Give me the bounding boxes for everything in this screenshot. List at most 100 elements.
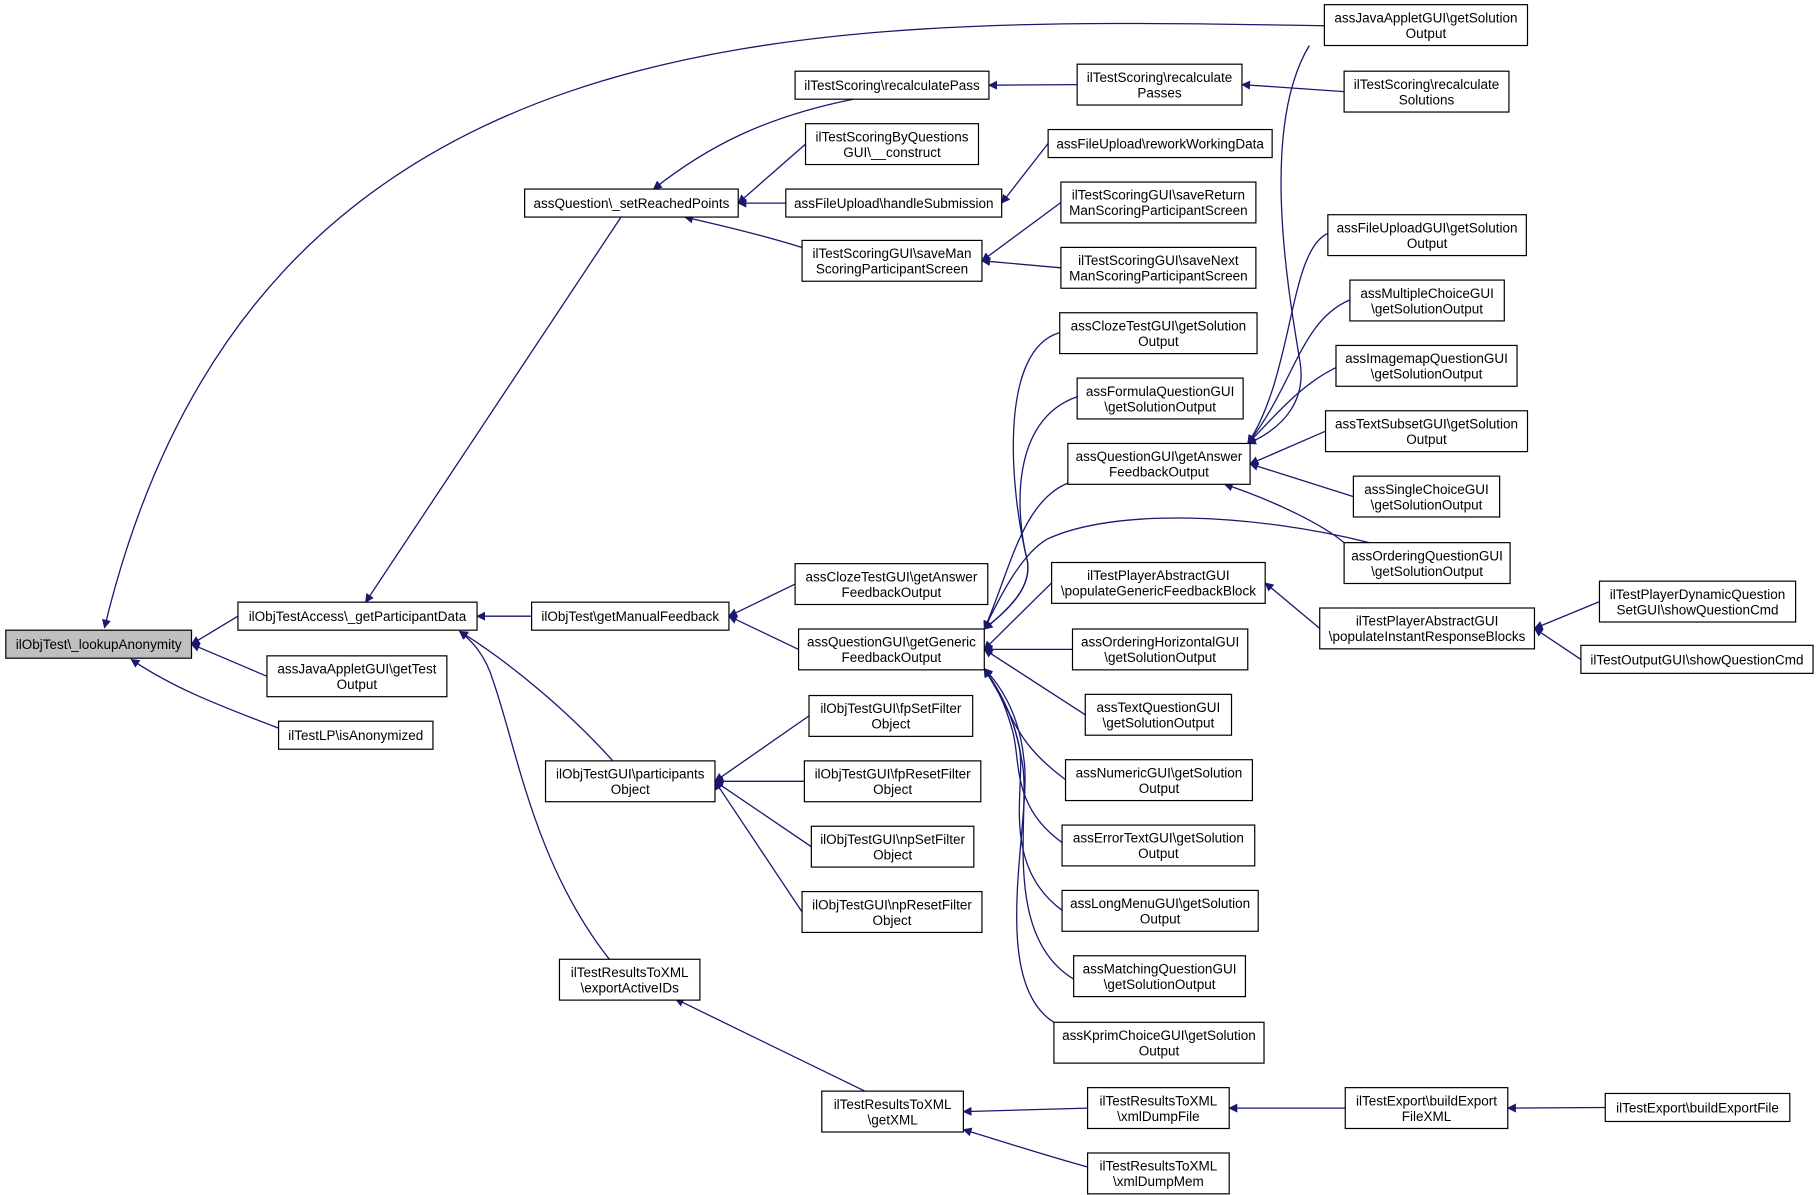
node-box (1053, 1021, 1265, 1064)
node-label-line: Output (1406, 432, 1447, 447)
node-label-line: ilTestResultsToXML (834, 1097, 952, 1112)
node-dyn-show[interactable]: ilTestPlayerDynamicQuestionSetGUI\showQu… (1598, 580, 1797, 623)
node-root[interactable]: ilObjTest\_lookupAnonymity (5, 629, 193, 659)
node-label-line: ManScoringParticipantScreen (1069, 269, 1248, 284)
node-label-line: FeedbackOutput (1109, 465, 1209, 480)
node-label-line: assJavaAppletGUI\getTest (277, 662, 436, 677)
node-matching[interactable]: assMatchingQuestionGUI\getSolutionOutput (1073, 955, 1247, 998)
edge-cloze-sol-to-generic-fb (983, 331, 1060, 630)
node-text-q[interactable]: assTextQuestionGUI\getSolutionOutput (1084, 693, 1233, 736)
edge-multi-sol-to-ans-fb (1247, 299, 1351, 445)
node-get-part[interactable]: ilObjTestAccess\_getParticipantData (237, 601, 478, 631)
node-save-next[interactable]: ilTestScoringGUI\saveNextManScoringParti… (1060, 246, 1257, 289)
node-formula-sol[interactable]: assFormulaQuestionGUI\getSolutionOutput (1076, 377, 1244, 420)
node-label-line: assFormulaQuestionGUI (1086, 384, 1235, 399)
node-box (794, 70, 990, 100)
node-man-fb[interactable]: ilObjTest\getManualFeedback (531, 601, 730, 631)
node-label-line: ScoringParticipantScreen (816, 262, 968, 277)
node-label-line: Object (873, 847, 912, 862)
edge-text-subset-to-ans-fb (1249, 430, 1326, 465)
node-label-line: GUI\__construct (843, 145, 941, 160)
node-save-return[interactable]: ilTestScoringGUI\saveReturnManScoringPar… (1060, 181, 1257, 224)
node-label-line: ilTestScoring\recalculate (1354, 77, 1500, 92)
node-ordering-sol[interactable]: assOrderingQuestionGUI\getSolutionOutput (1343, 542, 1511, 585)
node-label-line: assKprimChoiceGUI\getSolution (1062, 1028, 1256, 1043)
node-box (1076, 377, 1244, 420)
node-file-up-sol[interactable]: assFileUploadGUI\getSolutionOutput (1327, 214, 1527, 257)
node-numeric[interactable]: assNumericGUI\getSolutionOutput (1064, 759, 1254, 802)
node-rework[interactable]: assFileUpload\reworkWorkingData (1047, 128, 1273, 159)
node-box (1073, 955, 1247, 998)
node-label-line: \getSolutionOutput (1371, 564, 1483, 579)
node-label-line: \getSolutionOutput (1104, 977, 1216, 992)
node-kprim[interactable]: assKprimChoiceGUI\getSolutionOutput (1053, 1021, 1265, 1064)
node-imagemap-sol[interactable]: assImagemapQuestionGUI\getSolutionOutput (1335, 344, 1518, 387)
node-label-line: \getSolutionOutput (1371, 497, 1483, 512)
node-export-ids[interactable]: ilTestResultsToXML\exportActiveIDs (558, 958, 701, 1001)
node-single-sol[interactable]: assSingleChoiceGUI\getSolutionOutput (1352, 475, 1501, 518)
node-label-line: \xmlDumpMem (1113, 1174, 1204, 1189)
node-label-line: ilObjTestGUI\participants (556, 767, 705, 782)
edge-dyn-show-to-pop-instant (1533, 600, 1600, 630)
node-java-sol[interactable]: assJavaAppletGUI\getSolutionOutput (1323, 4, 1529, 47)
node-pop-generic[interactable]: ilTestPlayerAbstractGUI\populateGenericF… (1051, 561, 1266, 604)
node-label-line: assQuestionGUI\getGeneric (807, 635, 976, 650)
edge-ordering-sol-to-ans-fb (1223, 482, 1345, 544)
edge-part-obj-to-get-part (458, 630, 614, 762)
node-multi-sol[interactable]: assMultipleChoiceGUI\getSolutionOutput (1349, 279, 1505, 322)
node-pop-instant[interactable]: ilTestPlayerAbstractGUI\populateInstantR… (1319, 607, 1536, 650)
node-label-line: assImagemapQuestionGUI (1345, 351, 1508, 366)
node-box (1327, 214, 1527, 257)
node-label-line: assJavaAppletGUI\getSolution (1334, 10, 1517, 25)
edge-matching-to-generic-fb (983, 667, 1075, 980)
node-cloze-sol[interactable]: assClozeTestGUI\getSolutionOutput (1059, 312, 1258, 355)
node-label-line: assClozeTestGUI\getSolution (1071, 318, 1247, 333)
node-rec-pass[interactable]: ilTestScoring\recalculatePass (794, 70, 990, 100)
node-label-line: ilTestScoringGUI\saveReturn (1072, 188, 1245, 203)
node-get-xml[interactable]: ilTestResultsToXML\getXML (821, 1090, 964, 1133)
node-label-line: \getSolutionOutput (1371, 367, 1483, 382)
node-box (1598, 580, 1797, 623)
node-order-horiz[interactable]: assOrderingHorizontalGUI\getSolutionOutp… (1071, 628, 1249, 671)
node-label-line: Output (1406, 26, 1447, 41)
edge-xml-dump-mem-to-get-xml (962, 1127, 1088, 1168)
node-xml-dump-mem[interactable]: ilTestResultsToXML\xmlDumpMem (1086, 1152, 1230, 1195)
node-build-file[interactable]: ilTestExport\buildExportFile (1604, 1092, 1791, 1123)
node-label-line: Output (1139, 1043, 1180, 1058)
node-label-line: assTextSubsetGUI\getSolution (1335, 416, 1518, 431)
node-error-text[interactable]: assErrorTextGUI\getSolutionOutput (1061, 824, 1256, 867)
node-box (1349, 279, 1505, 322)
node-label-line: assMultipleChoiceGUI (1360, 286, 1494, 301)
node-label-line: assClozeTestGUI\getAnswer (806, 569, 978, 584)
node-set-reached[interactable]: assQuestion\_setReachedPoints (524, 188, 739, 218)
edge-kprim-to-generic-fb (983, 668, 1055, 1023)
node-out-show[interactable]: ilTestOutputGUI\showQuestionCmd (1580, 644, 1814, 674)
node-is-anon[interactable]: ilTestLP\isAnonymized (277, 720, 434, 750)
edge-pop-instant-to-pop-generic (1264, 582, 1321, 629)
node-label-line: ManScoringParticipantScreen (1069, 203, 1248, 218)
edge-pop-generic-to-generic-fb (983, 582, 1053, 651)
node-save-man[interactable]: ilTestScoringGUI\saveManScoringParticipa… (801, 239, 983, 282)
node-label-line: ilObjTestGUI\npSetFilter (820, 832, 965, 847)
node-xml-dump-file[interactable]: ilTestResultsToXML\xmlDumpFile (1086, 1087, 1230, 1130)
node-label-line: Output (1140, 912, 1181, 927)
node-file-handle[interactable]: assFileUpload\handleSubmission (785, 188, 1003, 218)
node-text-subset[interactable]: assTextSubsetGUI\getSolutionOutput (1324, 410, 1529, 453)
node-long-menu[interactable]: assLongMenuGUI\getSolutionOutput (1061, 889, 1259, 932)
edge-save-man-to-set-reached (683, 214, 813, 252)
node-box (785, 188, 1003, 218)
